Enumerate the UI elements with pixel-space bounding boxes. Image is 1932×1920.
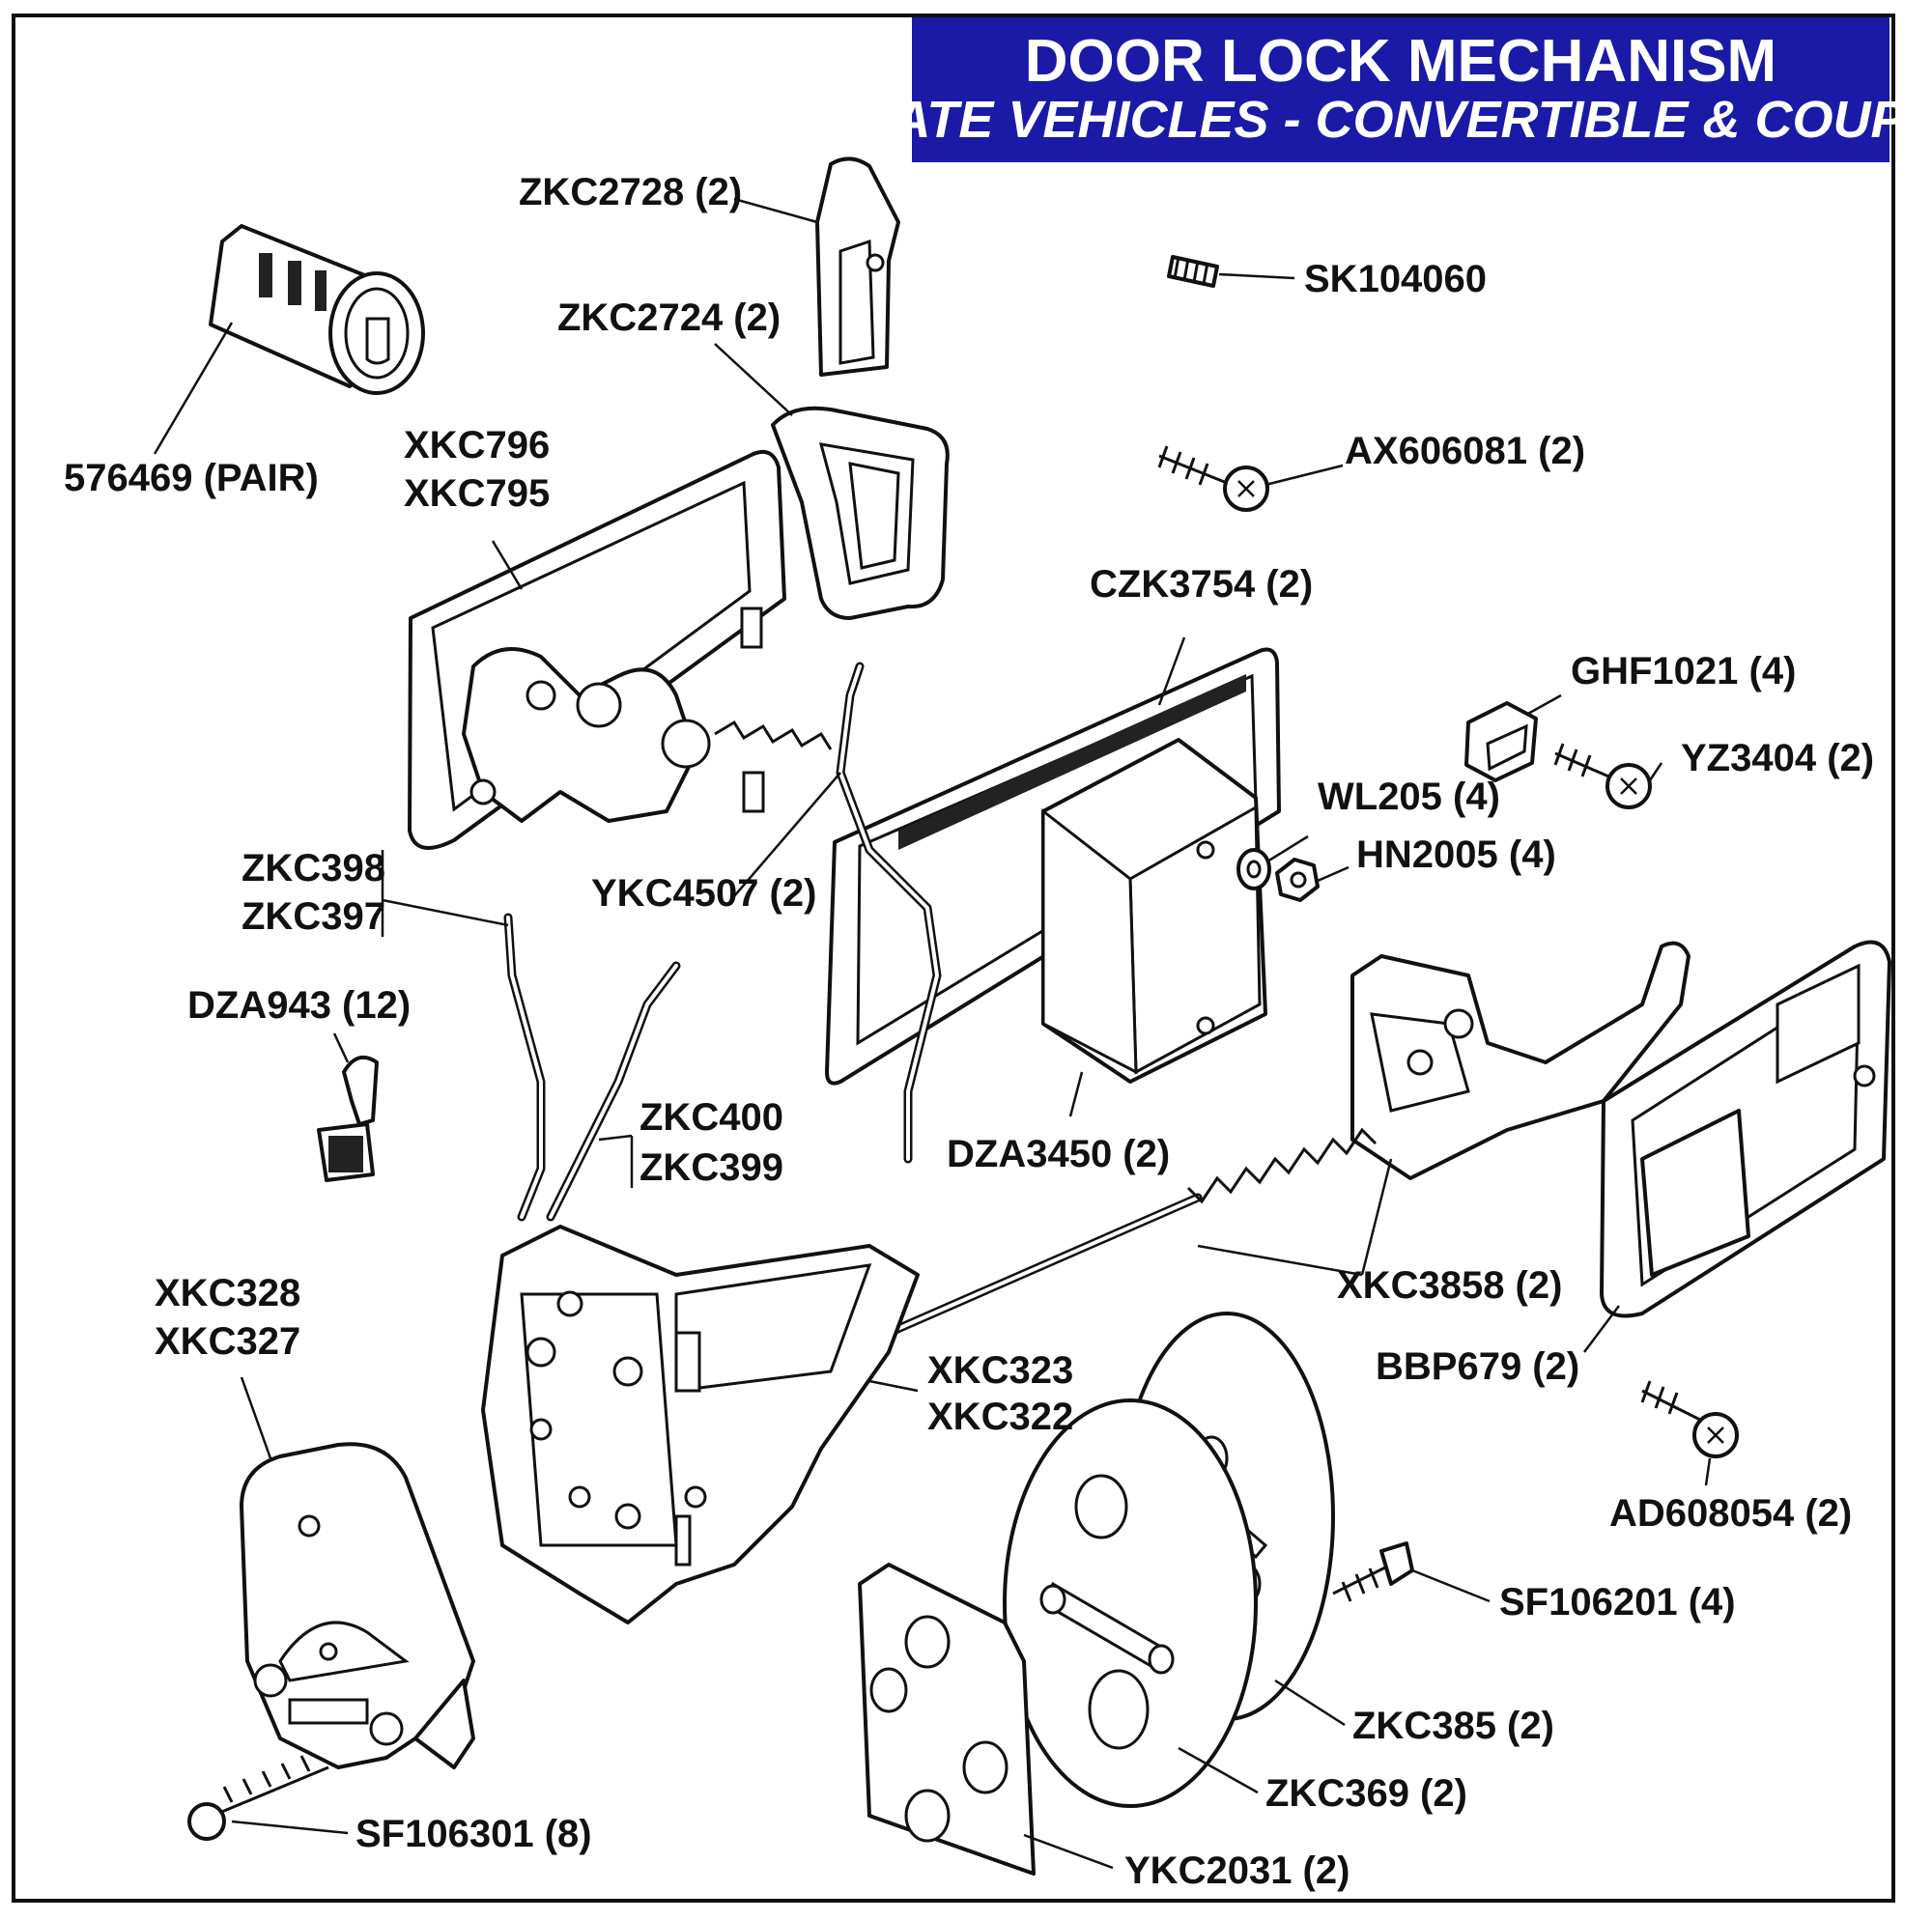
- lock-barrel-576469: [209, 224, 425, 395]
- latch-body: [481, 1225, 920, 1624]
- striker-plate-xkc328: [240, 1442, 475, 1769]
- label-zkc400: ZKC400: [639, 1096, 783, 1139]
- label-576469: 576469 (PAIR): [64, 457, 319, 499]
- label-ykc2031: YKC2031 (2): [1124, 1849, 1350, 1892]
- screw-yz3404: [1553, 743, 1652, 809]
- rod-zkc398: [503, 913, 546, 1222]
- screw-sf106301: [187, 1755, 329, 1841]
- clip-dza943: [317, 1055, 379, 1182]
- label-zkc2724: ZKC2724 (2): [557, 296, 781, 339]
- label-xkc795: XKC795: [404, 472, 550, 515]
- inner-release-mechanism: [1350, 941, 1690, 1180]
- washer-wl205: [1236, 848, 1271, 890]
- leader-lines: [153, 197, 1712, 1870]
- label-yz3404: YZ3404 (2): [1681, 737, 1874, 779]
- label-zkc369: ZKC369 (2): [1265, 1772, 1467, 1815]
- nut-hn2005: [1275, 858, 1320, 902]
- label-ykc4507: YKC4507 (2): [591, 872, 816, 915]
- label-zkc399: ZKC399: [639, 1146, 783, 1189]
- outer-handle-assembly: [408, 449, 833, 850]
- plate-ykc2031: [858, 1563, 1036, 1876]
- title-line-1: DOOR LOCK MECHANISM: [1025, 28, 1776, 95]
- label-ghf1021: GHF1021 (4): [1571, 650, 1796, 692]
- title-banner: DOOR LOCK MECHANISM LATE VEHICLES - CONV…: [861, 17, 1932, 162]
- label-sf106301: SF106301 (8): [355, 1813, 592, 1855]
- label-xkc328: XKC328: [155, 1272, 300, 1314]
- label-xkc323: XKC323: [927, 1349, 1073, 1392]
- screw-sf106201: [1332, 1541, 1414, 1602]
- label-xkc796: XKC796: [404, 424, 550, 466]
- label-dza3450: DZA3450 (2): [947, 1133, 1170, 1175]
- label-zkc398: ZKC398: [242, 847, 385, 889]
- label-hn2005: HN2005 (4): [1356, 833, 1556, 876]
- screw-sk104060: [1167, 255, 1219, 288]
- rod-zkc400: [546, 961, 681, 1222]
- label-wl205: WL205 (4): [1318, 776, 1500, 818]
- label-xkc327: XKC327: [155, 1320, 300, 1363]
- label-xkc322: XKC322: [927, 1396, 1073, 1438]
- title-background: [912, 17, 1889, 162]
- label-zkc2728: ZKC2728 (2): [519, 171, 742, 213]
- title-line-2: LATE VEHICLES - CONVERTIBLE & COUPE: [861, 91, 1932, 149]
- inner-handle-bbp679: [1600, 940, 1891, 1318]
- screw-ad608054: [1640, 1380, 1739, 1458]
- trigger-zkc2728: [815, 156, 900, 377]
- plate-zkc369: [1003, 1398, 1258, 1808]
- label-sf106201: SF106201 (4): [1499, 1581, 1736, 1624]
- rod-ykc4507: [836, 662, 942, 1164]
- clip-ghf1021: [1464, 701, 1538, 782]
- box-dza3450: [1041, 738, 1267, 1084]
- label-zkc385: ZKC385 (2): [1352, 1705, 1554, 1747]
- label-zkc397: ZKC397: [242, 895, 385, 938]
- label-ax606081: AX606081 (2): [1345, 430, 1585, 472]
- label-sk104060: SK104060: [1304, 258, 1487, 300]
- label-xkc3858: XKC3858 (2): [1337, 1264, 1562, 1307]
- bezel-zkc2724: [771, 406, 950, 620]
- screw-ax606081: [1157, 445, 1269, 512]
- part-labels: ZKC2728 (2) SK104060 ZKC2724 (2) 576469 …: [64, 171, 1874, 1892]
- diagram-border: [12, 14, 1895, 1903]
- label-bbp679: BBP679 (2): [1376, 1345, 1579, 1388]
- label-czk3754: CZK3754 (2): [1090, 563, 1313, 606]
- label-ad608054: AD608054 (2): [1609, 1492, 1852, 1535]
- label-dza943: DZA943 (12): [187, 984, 411, 1027]
